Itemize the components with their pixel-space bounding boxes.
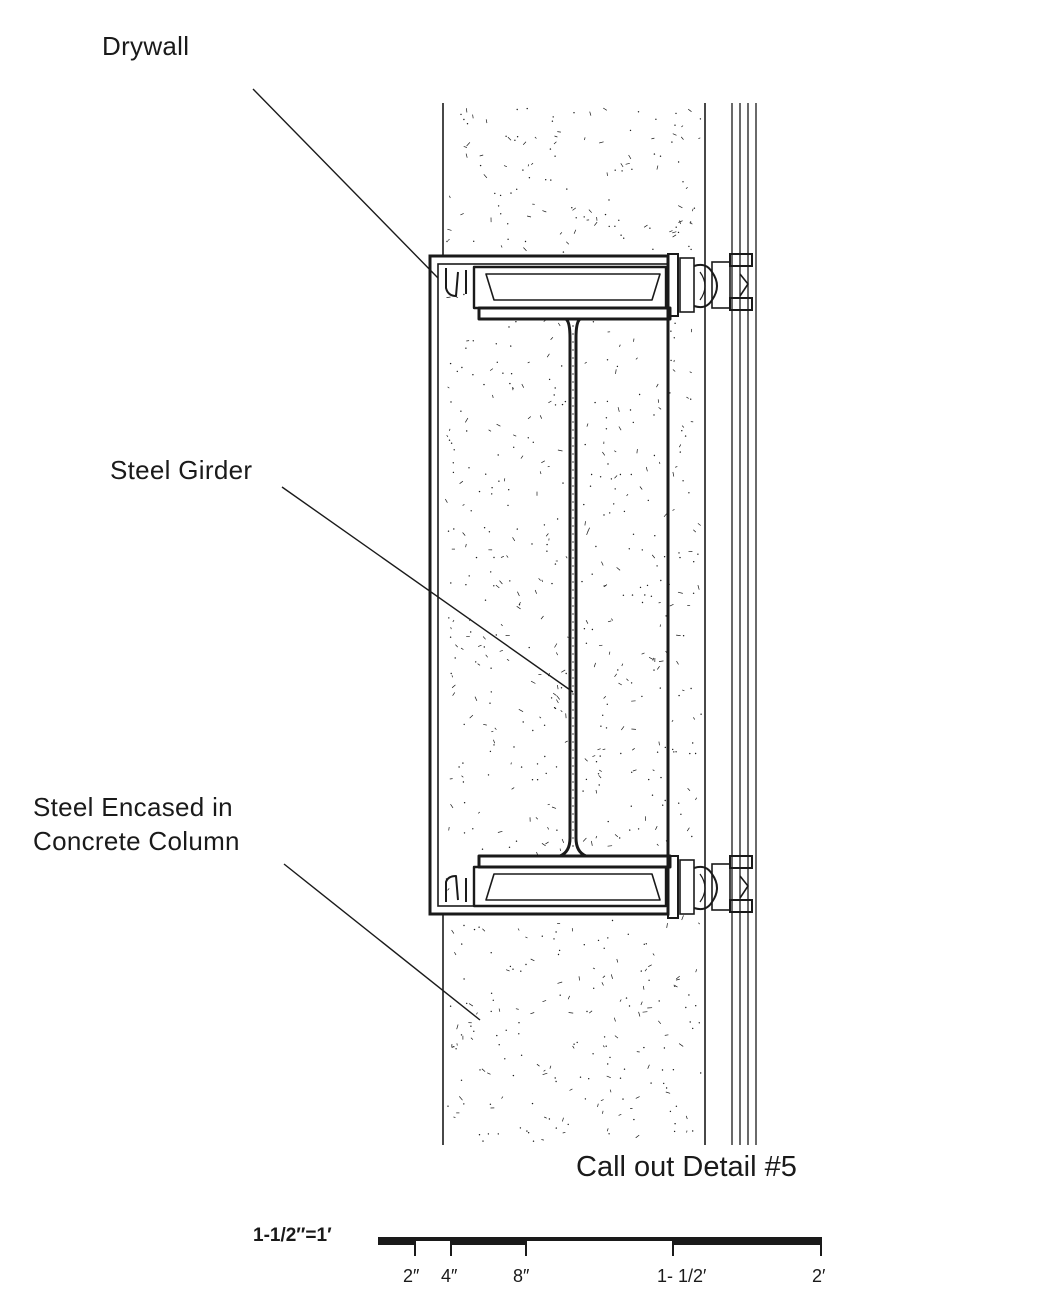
column-label-line2: Concrete Column	[33, 826, 240, 856]
scale-tick-2ft: 2′	[812, 1266, 826, 1286]
column-leader	[283, 863, 481, 1021]
scale-tick-1-5ft: 1- 1/2′	[657, 1266, 707, 1286]
steel-girder	[477, 306, 672, 869]
drywall-leader	[252, 88, 439, 279]
drywall-label: Drywall	[102, 31, 190, 61]
girder-leader	[281, 486, 574, 693]
bottom-mullion-anchor	[667, 855, 753, 919]
steel-girder-label: Steel Girder	[110, 455, 253, 485]
bottom-channel	[445, 865, 668, 908]
scale-tick-8in: 8″	[513, 1266, 530, 1286]
top-mullion-anchor	[667, 253, 753, 317]
detail-title: Call out Detail #5	[576, 1151, 797, 1183]
concrete-stipple	[444, 107, 702, 1142]
scale-tick-2in: 2″	[403, 1266, 420, 1286]
scale-bar	[378, 1237, 822, 1256]
curtain-wall-lines	[731, 103, 757, 1145]
scale-ratio: 1-1/2″=1′	[253, 1225, 332, 1246]
scale-tick-4in: 4″	[441, 1266, 458, 1286]
top-channel	[445, 265, 668, 310]
column-label-line1: Steel Encased in	[33, 792, 233, 822]
